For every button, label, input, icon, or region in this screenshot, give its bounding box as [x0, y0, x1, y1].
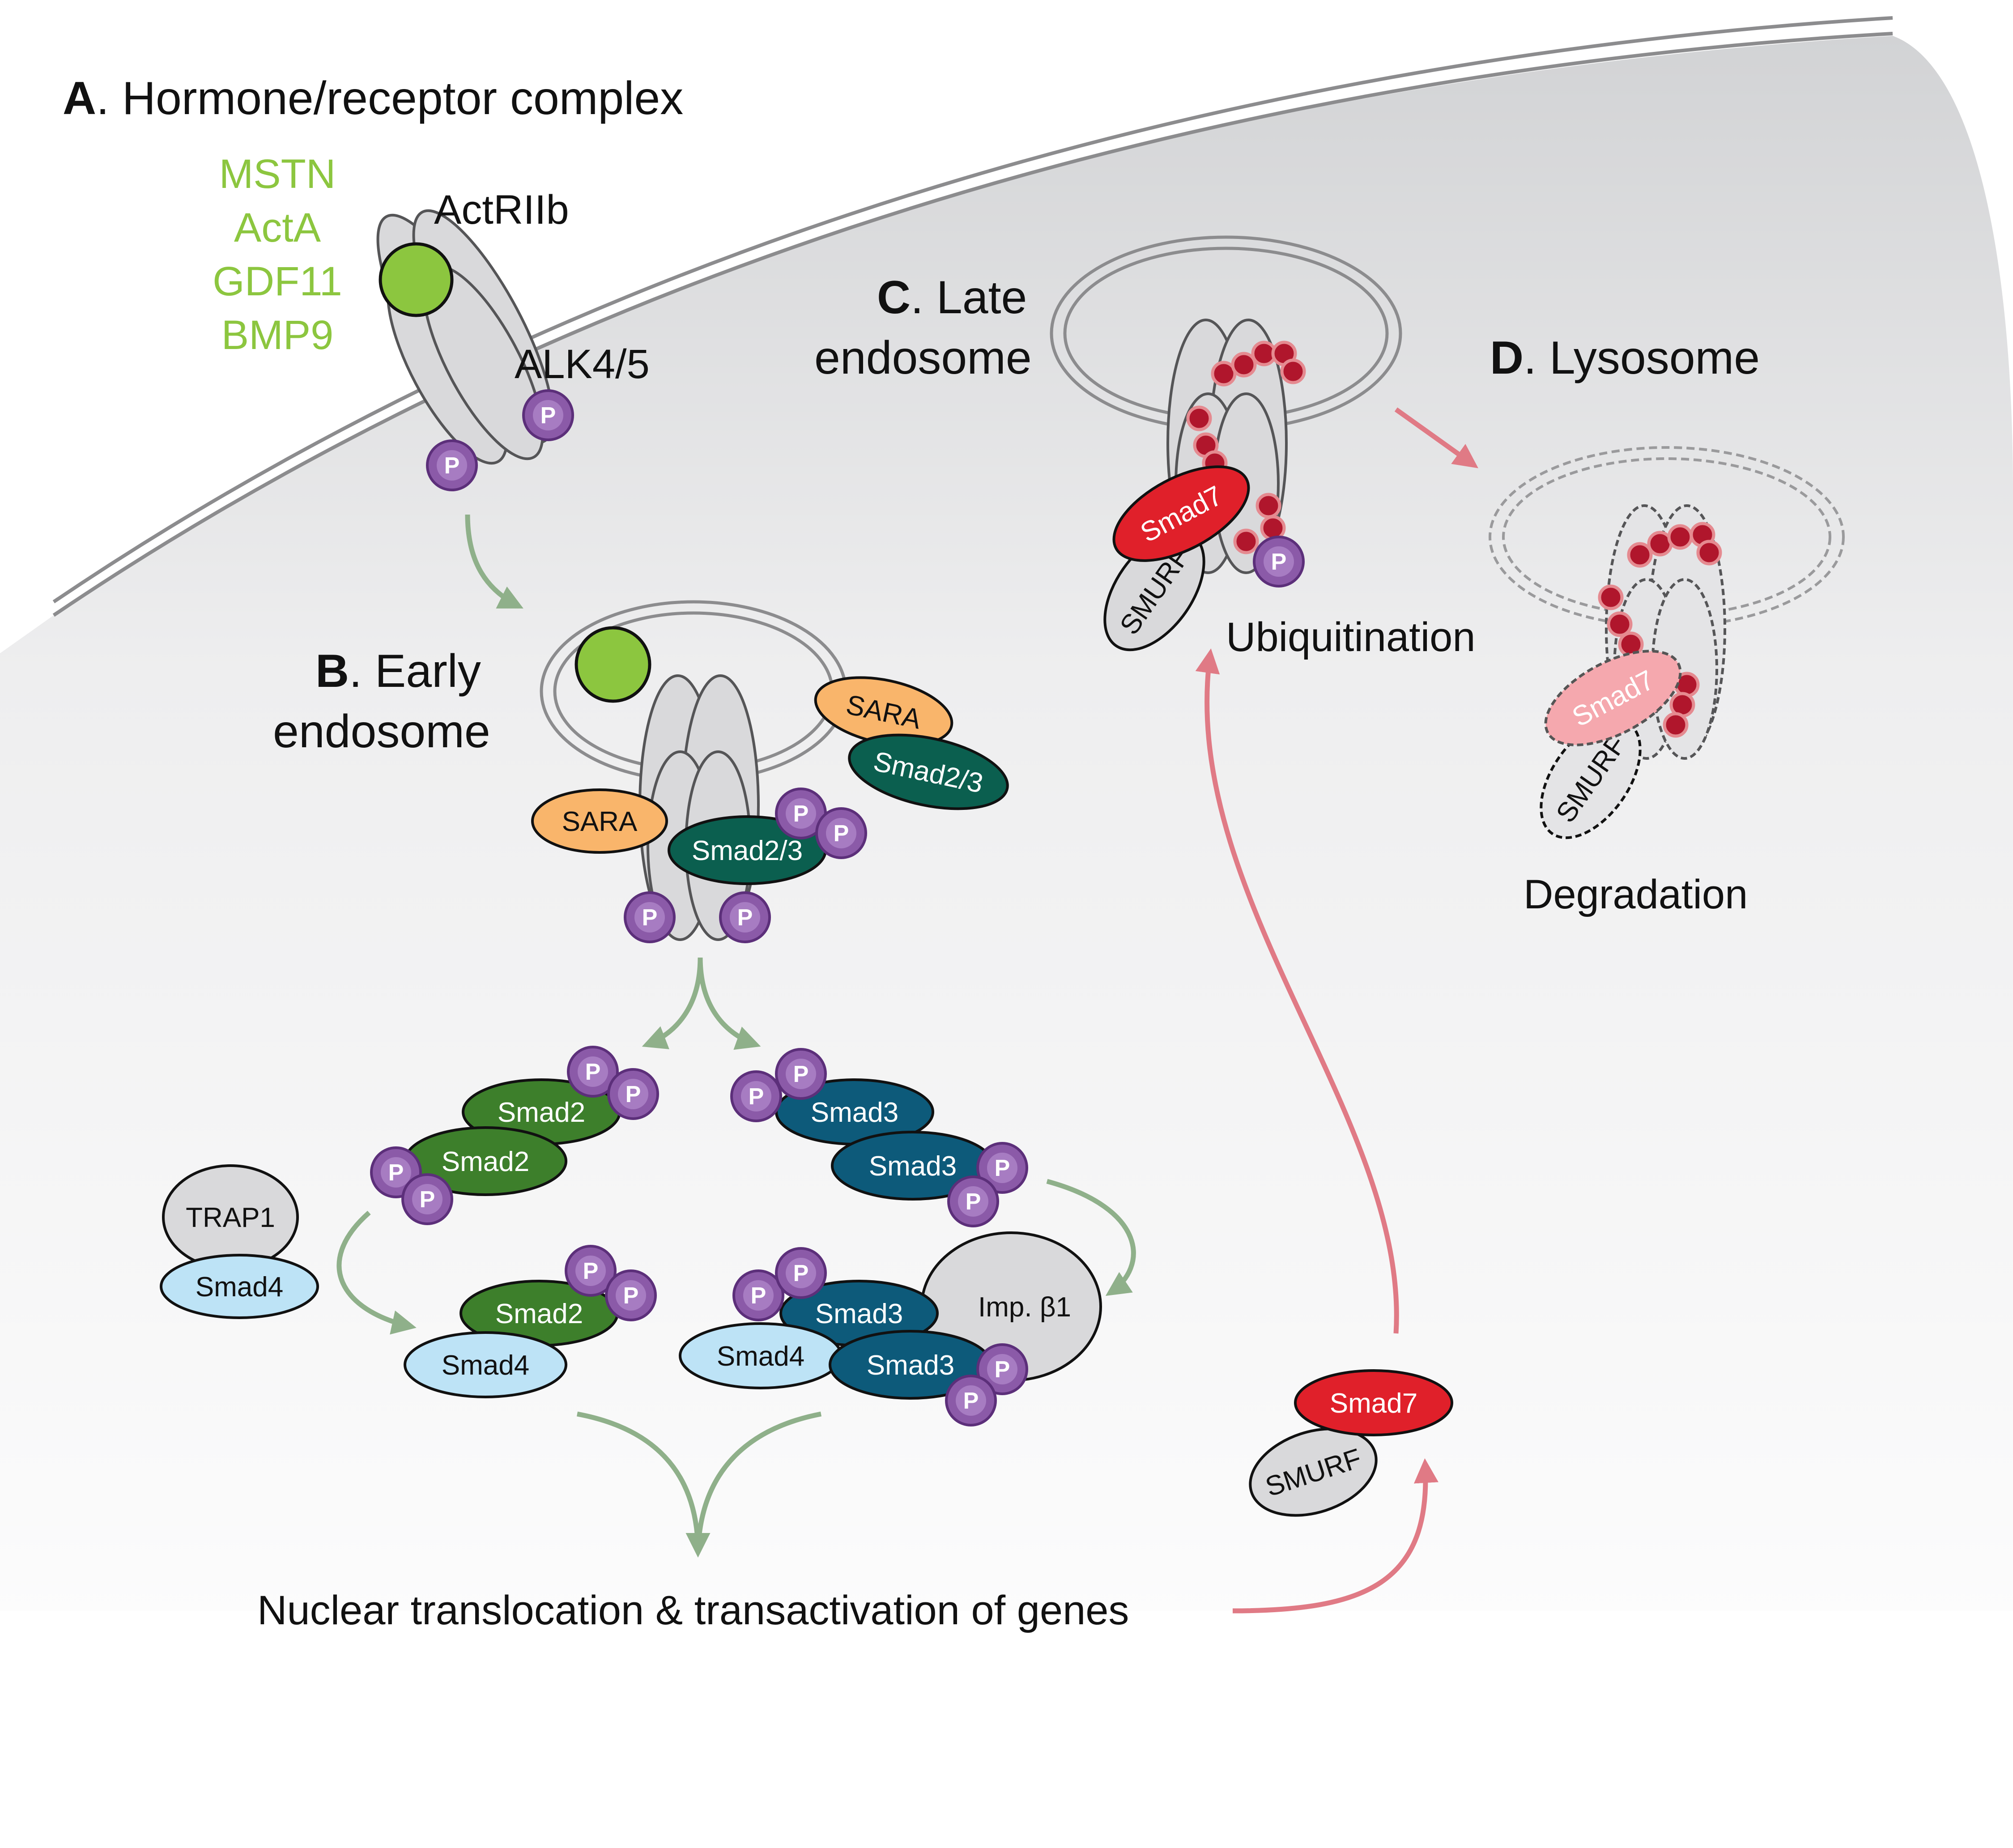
svg-text:Smad2: Smad2	[498, 1097, 585, 1128]
svg-text:P: P	[540, 403, 556, 429]
svg-text:P: P	[444, 453, 460, 479]
arrow-c-to-d	[1394, 407, 1478, 468]
ligand-mstn: MSTN	[219, 151, 336, 197]
ligand-list: MSTN ActA GDF11 BMP9	[213, 151, 342, 358]
svg-text:P: P	[793, 801, 809, 827]
trap1-smad4: TRAP1 Smad4	[160, 1164, 319, 1319]
svg-text:Smad2: Smad2	[495, 1299, 583, 1329]
svg-text:A. Hormone/receptor complex: A. Hormone/receptor complex	[63, 72, 683, 124]
sara-left: SARA	[531, 788, 668, 854]
svg-text:Smad4: Smad4	[196, 1272, 283, 1303]
phospho-b: P P P P	[625, 789, 866, 942]
svg-text:P: P	[388, 1160, 404, 1186]
phospho-c: P	[1271, 549, 1287, 575]
svg-text:P: P	[793, 1061, 809, 1087]
svg-text:P: P	[737, 905, 753, 931]
svg-text:Imp. β1: Imp. β1	[978, 1292, 1071, 1323]
svg-text:P: P	[751, 1283, 766, 1309]
smad7-c: Smad7	[1112, 465, 1250, 562]
ligand-bmp9: BMP9	[221, 312, 334, 358]
plasma-membrane	[52, 16, 1893, 617]
sara-right: SARA	[814, 676, 953, 747]
svg-text:Smad4: Smad4	[717, 1341, 804, 1372]
svg-text:Smad7: Smad7	[1330, 1388, 1417, 1419]
section-a-title: A. Hormone/receptor complex	[63, 72, 683, 124]
svg-text:Smad3: Smad3	[867, 1350, 954, 1381]
svg-text:P: P	[793, 1260, 809, 1286]
ubiquitination-label: Ubiquitination	[1226, 614, 1475, 660]
svg-text:Smad2: Smad2	[442, 1146, 529, 1177]
smad2-dimer: Smad2 Smad2 P P P P	[371, 1047, 658, 1224]
svg-text:Smad4: Smad4	[442, 1350, 529, 1381]
svg-text:P: P	[583, 1258, 599, 1284]
section-c-title: C. Late	[877, 272, 1027, 324]
section-c-subtitle: endosome	[814, 332, 1032, 384]
svg-text:Smad3: Smad3	[869, 1151, 957, 1182]
svg-text:TRAP1: TRAP1	[186, 1202, 275, 1233]
section-d-title: D. Lysosome	[1490, 332, 1760, 384]
smad3-importin-complex: Imp. β1 Smad3 Smad4 Smad3 P P P P	[679, 1231, 1102, 1425]
svg-text:P: P	[420, 1187, 435, 1213]
smad3-dimer: Smad3 Smad3 P P P P	[732, 1049, 1027, 1226]
nuclear-translocation-label: Nuclear translocation & transactivation …	[257, 1588, 1129, 1633]
svg-text:P: P	[995, 1155, 1010, 1181]
arrow-a-to-b	[465, 514, 523, 609]
ligand-acta: ActA	[234, 205, 321, 251]
arrow-smad7-to-late-endosome	[1195, 648, 1399, 1334]
ligand-ball-a	[379, 242, 454, 317]
section-a-text: . Hormone/receptor complex	[96, 72, 683, 124]
section-b-title: B. Early	[315, 645, 481, 697]
svg-text:P: P	[966, 1189, 981, 1215]
svg-text:P: P	[749, 1084, 764, 1110]
svg-text:P: P	[623, 1283, 639, 1309]
cytoplasm-lower	[0, 1611, 2013, 1848]
phospho-a: P P	[427, 391, 573, 490]
smad7-smurf-free: SMURF Smad7	[1249, 1369, 1453, 1517]
smad7-d: Smad7	[1544, 650, 1682, 746]
degradation-label: Degradation	[1524, 872, 1748, 917]
arrows-assembly	[336, 1179, 1136, 1335]
svg-text:Smad3: Smad3	[811, 1097, 898, 1128]
svg-text:P: P	[995, 1357, 1010, 1383]
arrows-b-split	[642, 957, 761, 1050]
smad23-right: Smad2/3	[848, 733, 1009, 810]
ligand-ball-b	[575, 626, 651, 703]
receptor-alk-label: ALK4/5	[515, 341, 650, 387]
section-a-letter: A	[63, 72, 96, 124]
svg-text:Smad2/3: Smad2/3	[692, 835, 803, 866]
svg-text:P: P	[834, 821, 849, 847]
section-b-subtitle: endosome	[273, 706, 490, 758]
receptor-actriib-label: ActRIIb	[434, 187, 569, 233]
svg-text:P: P	[963, 1388, 979, 1414]
svg-text:P: P	[626, 1082, 641, 1107]
arrows-to-nucleus	[576, 1411, 822, 1558]
smad2-smad4-complex: Smad2 Smad4 P P	[404, 1246, 655, 1398]
arrow-genes-to-smad7	[1232, 1458, 1438, 1614]
svg-text:Smad3: Smad3	[815, 1299, 903, 1329]
svg-text:P: P	[642, 905, 658, 931]
svg-text:P: P	[585, 1059, 601, 1085]
svg-text:SARA: SARA	[562, 806, 638, 837]
ligand-gdf11: GDF11	[213, 259, 342, 304]
